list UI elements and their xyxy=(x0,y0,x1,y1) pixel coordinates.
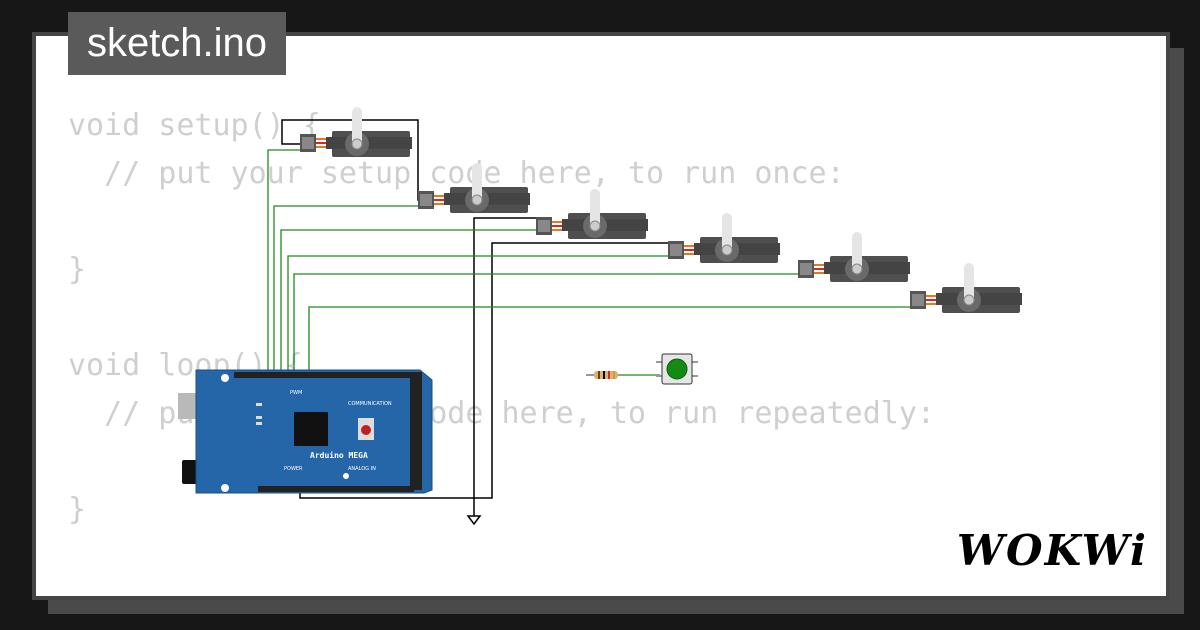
comm-label: COMMUNICATION xyxy=(348,401,392,407)
file-title-tab: sketch.ino xyxy=(68,12,286,75)
pushbutton[interactable] xyxy=(656,353,698,385)
side-header xyxy=(410,372,422,490)
servo-motor[interactable] xyxy=(300,107,412,157)
mcu-chip xyxy=(294,412,328,446)
reset-button xyxy=(361,425,371,435)
servo-motor[interactable] xyxy=(798,232,910,282)
code-line: // put your setup code here, to run once… xyxy=(68,156,845,191)
analog-label: ANALOG IN xyxy=(348,466,376,472)
servo-motor[interactable] xyxy=(668,213,780,263)
code-line: } xyxy=(68,252,87,287)
arduino-mega-board[interactable]: Arduino MEGA POWER ANALOG IN COMMUNICATI… xyxy=(178,369,433,494)
ground-symbol xyxy=(466,515,482,526)
pwm-label: PWM xyxy=(290,390,302,396)
wokwi-logo: WOKWi xyxy=(956,526,1148,575)
signal-wires xyxy=(267,149,910,376)
power-label: POWER xyxy=(284,466,303,472)
servo-motor[interactable] xyxy=(536,189,648,239)
preview-card: void setup() { // put your setup code he… xyxy=(32,32,1170,600)
digital-header xyxy=(234,372,412,378)
resistor[interactable] xyxy=(586,371,624,379)
servo-motor[interactable] xyxy=(910,263,1022,313)
analog-header xyxy=(258,486,414,492)
code-line: void setup() { xyxy=(68,108,321,143)
board-label: Arduino MEGA xyxy=(310,450,368,460)
servo-motor[interactable] xyxy=(418,163,530,213)
code-line: } xyxy=(68,492,87,527)
